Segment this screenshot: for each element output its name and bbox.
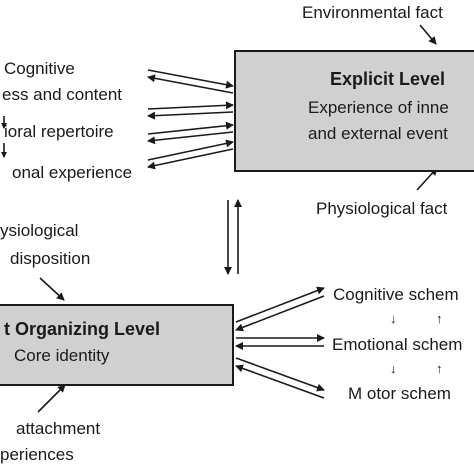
arrow-left-top-2-left xyxy=(147,111,234,120)
left-experiences-label: periences xyxy=(0,445,74,464)
arrow-disposition xyxy=(39,277,65,301)
left-process-content-label: ess and content xyxy=(2,85,123,104)
arrow-right-3-in xyxy=(235,364,325,399)
arrow-left-top-3-right xyxy=(147,121,234,135)
left-behavioral-repertoire-label: ioral repertoire xyxy=(4,122,114,141)
emotional-schemes-label: Emotional schem xyxy=(332,335,463,354)
explicit-level-box: Explicit Level Experience of inne and ex… xyxy=(234,50,474,172)
left-physiological-label: ysiological xyxy=(0,221,79,240)
arrow-left-top-4-left xyxy=(147,148,234,170)
left-disposition-label: disposition xyxy=(10,249,91,268)
left-attachment-label: attachment xyxy=(16,419,101,438)
arrow-right-3-out xyxy=(235,357,325,392)
arrow-left-top-1-right xyxy=(147,69,234,89)
physiological-factors-label: Physiological fact xyxy=(316,199,448,218)
arrow-left-top-2-right xyxy=(147,101,234,110)
scheme-arrow-down-2: ↓ xyxy=(390,361,397,376)
organizing-level-box: t Organizing Level Core identity xyxy=(0,304,234,386)
left-cognitive-label: Cognitive xyxy=(4,59,75,78)
arrow-attachment xyxy=(37,384,66,413)
scheme-arrow-up-1: ↑ xyxy=(436,311,443,326)
scheme-arrow-down-1: ↓ xyxy=(390,311,397,326)
arrow-left-top-1-left xyxy=(147,74,234,94)
cognitive-schemes-label: Cognitive schem xyxy=(333,285,459,304)
arrow-right-1-in xyxy=(235,295,325,332)
arrow-left-top-3-left xyxy=(147,131,234,145)
motor-schemes-label: M otor schem xyxy=(348,384,451,403)
scheme-arrow-up-2: ↑ xyxy=(436,361,443,376)
explicit-level-line2: and external event xyxy=(308,124,448,143)
arrow-environmental xyxy=(419,24,437,45)
organizing-level-title: t Organizing Level xyxy=(4,319,161,339)
organizing-level-core-identity: Core identity xyxy=(14,346,110,365)
left-emotional-experience-label: onal experience xyxy=(12,163,133,182)
arrow-right-1-out xyxy=(235,286,325,323)
explicit-level-line1: Experience of inne xyxy=(308,98,449,117)
explicit-level-title: Explicit Level xyxy=(330,69,446,89)
environmental-factors-label: Environmental fact xyxy=(302,3,443,22)
arrow-left-top-4-right xyxy=(147,139,234,161)
